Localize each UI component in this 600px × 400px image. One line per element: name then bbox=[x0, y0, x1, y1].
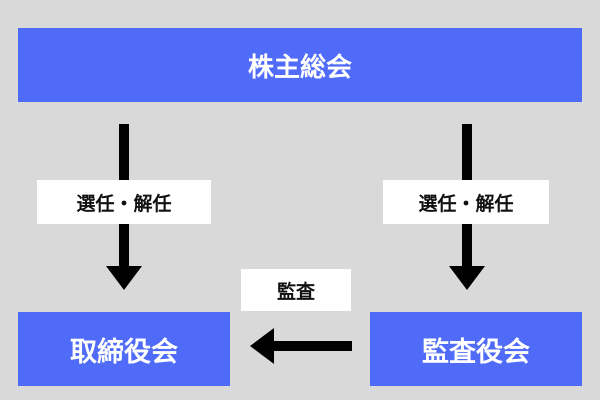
shareholders-meeting-box: 株主総会 bbox=[18, 28, 582, 102]
board-of-directors-box: 取締役会 bbox=[18, 312, 230, 386]
audit-board-box: 監査役会 bbox=[370, 312, 582, 386]
appoint-dismiss-label-right: 選任・解任 bbox=[383, 180, 549, 224]
audit-label: 監査 bbox=[241, 269, 351, 311]
appoint-dismiss-label-left: 選任・解任 bbox=[37, 180, 211, 224]
arrow-audit-to-board bbox=[250, 328, 352, 364]
